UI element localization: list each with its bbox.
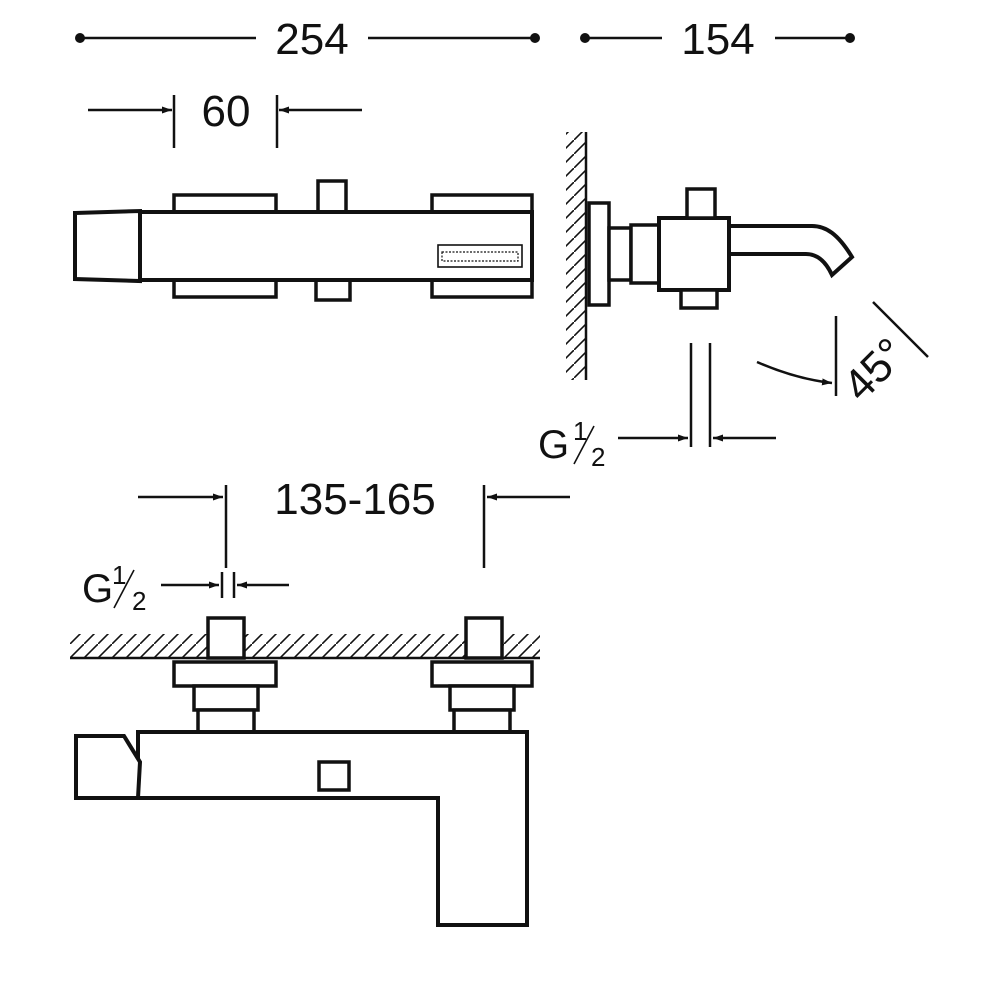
center-distance-label: 135-165 <box>274 475 435 524</box>
svg-text:1: 1 <box>573 416 587 446</box>
svg-text:1: 1 <box>112 560 126 590</box>
svg-text:G: G <box>538 423 569 467</box>
svg-text:2: 2 <box>591 442 605 472</box>
projection-label: 154 <box>681 15 754 64</box>
dimension-projection: 154 <box>580 15 855 64</box>
thread-label-bottom: G 1 2 <box>82 560 146 616</box>
swivel-angle-label: 45° <box>834 329 916 411</box>
dimension-swivel-angle: 45° <box>756 301 929 411</box>
dimension-thread-bottom <box>161 572 289 598</box>
svg-text:G: G <box>82 567 113 611</box>
side-view <box>566 132 855 447</box>
top-view <box>70 616 540 927</box>
overall-length-label: 254 <box>275 15 348 64</box>
dimension-center-distance: 135-165 <box>138 475 570 568</box>
thread-label-side: G 1 2 <box>538 416 605 472</box>
dimension-overall-length: 254 <box>75 15 540 64</box>
handle-width-label: 60 <box>202 87 251 136</box>
svg-text:2: 2 <box>132 586 146 616</box>
dimension-handle-width: 60 <box>88 87 362 148</box>
front-view <box>73 179 534 302</box>
